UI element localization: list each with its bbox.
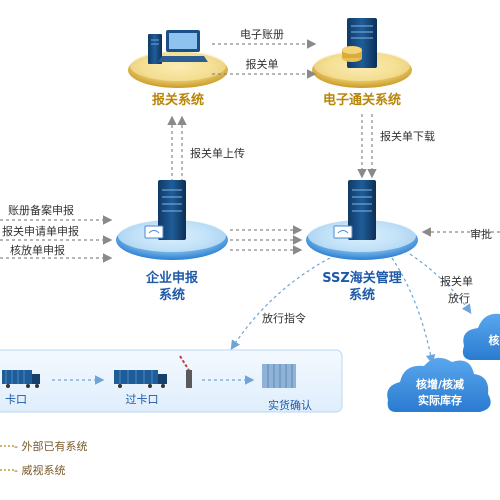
cloud-side-label: 核: [489, 333, 500, 347]
edge-label-account-filing: 账册备案申报: [8, 203, 74, 217]
customs-system-label: 报关系统: [152, 92, 204, 108]
inventory-cloud: 核增/核减 实际库存: [387, 357, 491, 412]
gate-flow-panel: 卡口 过卡口: [0, 349, 343, 413]
edge-customs-request: 报关申请单申报: [0, 224, 113, 245]
flow-step-cargo-confirm: 实货确认: [268, 398, 312, 412]
edge-label-customs-release-2: 放行: [448, 291, 470, 305]
legend-existing-label: - 外部已有系统: [14, 439, 87, 453]
legend: - 外部已有系统 - 威视系统: [0, 439, 87, 477]
ssz-node: SSZ海关管理 系统: [306, 180, 418, 303]
edge-release-request: 核放单申报: [0, 243, 113, 263]
truck-icon: [114, 370, 167, 388]
enterprise-label-line1: 企业申报: [145, 270, 199, 286]
computer-icon: [148, 30, 208, 64]
edge-e-account: 电子账册: [212, 28, 317, 49]
edge-approval: 审批: [421, 227, 500, 241]
container-icon: [262, 364, 296, 388]
edge-label-approval: 审批: [470, 227, 492, 241]
legend-item-monitoring: - 威视系统: [0, 463, 65, 477]
server-icon: [348, 180, 376, 240]
ssz-label-line1: SSZ海关管理: [322, 270, 402, 286]
flow-step-pass-gate: 过卡口: [126, 393, 159, 406]
customs-system-node: 报关系统: [128, 30, 228, 108]
cloud-main-line1: 核增/核减: [416, 377, 464, 391]
cloud-main-line2: 实际库存: [418, 393, 462, 407]
barrier-gate-icon: [179, 355, 192, 388]
edge-label-declaration: 报关单: [246, 57, 279, 71]
edge-label-e-account: 电子账册: [240, 28, 284, 41]
side-cloud: 核: [462, 313, 500, 360]
edge-declaration: 报关单: [212, 57, 317, 79]
edge-label-customs-release-1: 报关单: [440, 274, 473, 288]
edge-account-filing: 账册备案申报: [0, 203, 113, 225]
e-port-label: 电子通关系统: [323, 92, 401, 108]
edge-label-release-request: 核放单申报: [10, 243, 65, 257]
monitor-icon: [144, 225, 164, 239]
enterprise-label-line2: 系统: [159, 287, 185, 303]
edge-label-release-command: 放行指令: [262, 311, 306, 325]
monitor-icon: [333, 225, 353, 239]
edge-label-declaration-download: 报关单下载: [380, 129, 435, 143]
enterprise-node: 企业申报 系统: [116, 180, 228, 303]
flow-step-gate: 卡口: [5, 393, 27, 406]
edge-enterprise-to-ssz: [230, 225, 303, 255]
edge-label-customs-request: 报关申请单申报: [2, 224, 79, 238]
e-port-node: 电子通关系统: [312, 18, 412, 108]
edge-release-command: 放行指令: [230, 257, 331, 351]
edge-customs-release: 报关单 放行: [391, 253, 473, 365]
legend-item-existing: - 外部已有系统: [0, 439, 87, 453]
edge-label-declaration-upload: 报关单上传: [190, 146, 245, 160]
server-icon: [158, 180, 186, 240]
truck-icon: [2, 370, 40, 388]
server-icon: [342, 18, 377, 68]
edge-declaration-upload: 报关单上传: [167, 115, 245, 182]
edge-declaration-download: 报关单下载: [357, 114, 435, 179]
ssz-label-line2: 系统: [349, 287, 375, 303]
legend-monitoring-label: - 威视系统: [14, 463, 65, 477]
